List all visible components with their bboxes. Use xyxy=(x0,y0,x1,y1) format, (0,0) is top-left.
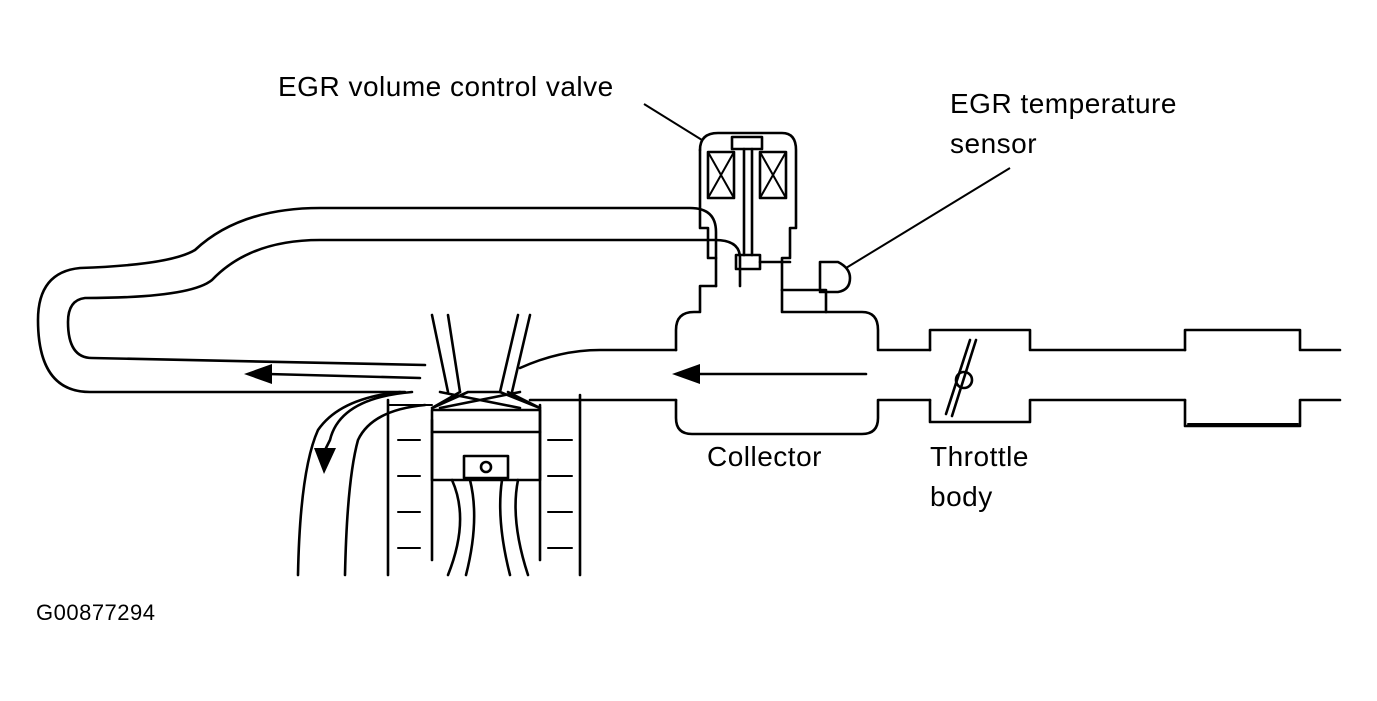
figure-code: G00877294 xyxy=(36,600,156,625)
air-duct xyxy=(1183,328,1342,428)
egr-valve-plunger-head xyxy=(730,135,764,151)
throttle-plate xyxy=(944,338,978,418)
egr-pipe-outer-wall xyxy=(36,206,718,394)
intake-runner-upper xyxy=(518,348,678,370)
egr-valve-body xyxy=(698,131,798,292)
exhaust-port-wall-inner xyxy=(343,403,427,577)
egr-valve-coil-left xyxy=(706,150,736,200)
piston xyxy=(430,408,542,482)
connecting-rod xyxy=(446,478,530,577)
egr-valve-coil-right xyxy=(758,150,788,200)
down-flow-arrow-line xyxy=(324,390,414,450)
egr-flow-arrow-line xyxy=(266,372,422,380)
egr-valve-stem xyxy=(742,147,754,257)
egr-sensor-label-line2: sensor xyxy=(950,128,1038,159)
exhaust-valve xyxy=(498,313,532,394)
egr-pipe-inner-wall xyxy=(66,238,742,367)
collector-flow-arrowhead xyxy=(672,364,700,384)
piston-pin-box xyxy=(462,454,510,480)
egr-temp-sensor xyxy=(818,260,852,294)
throttle-label-line2: body xyxy=(930,481,993,512)
throttle-shaft xyxy=(954,370,974,390)
throttle-body xyxy=(928,328,1187,424)
egr-valve-label: EGR volume control valve xyxy=(278,71,614,102)
collector-body xyxy=(674,284,932,436)
down-flow-arrowhead xyxy=(314,448,336,474)
intake-valve xyxy=(430,313,462,394)
piston-pin xyxy=(479,460,493,474)
exhaust-port-wall-left xyxy=(296,390,402,577)
egr-flow-arrowhead xyxy=(244,364,272,384)
collector-label: Collector xyxy=(707,441,822,472)
egr-sensor-label-line1: EGR temperature xyxy=(950,88,1177,119)
egr-valve-body-left xyxy=(698,148,718,260)
throttle-label-line1: Throttle xyxy=(930,441,1029,472)
